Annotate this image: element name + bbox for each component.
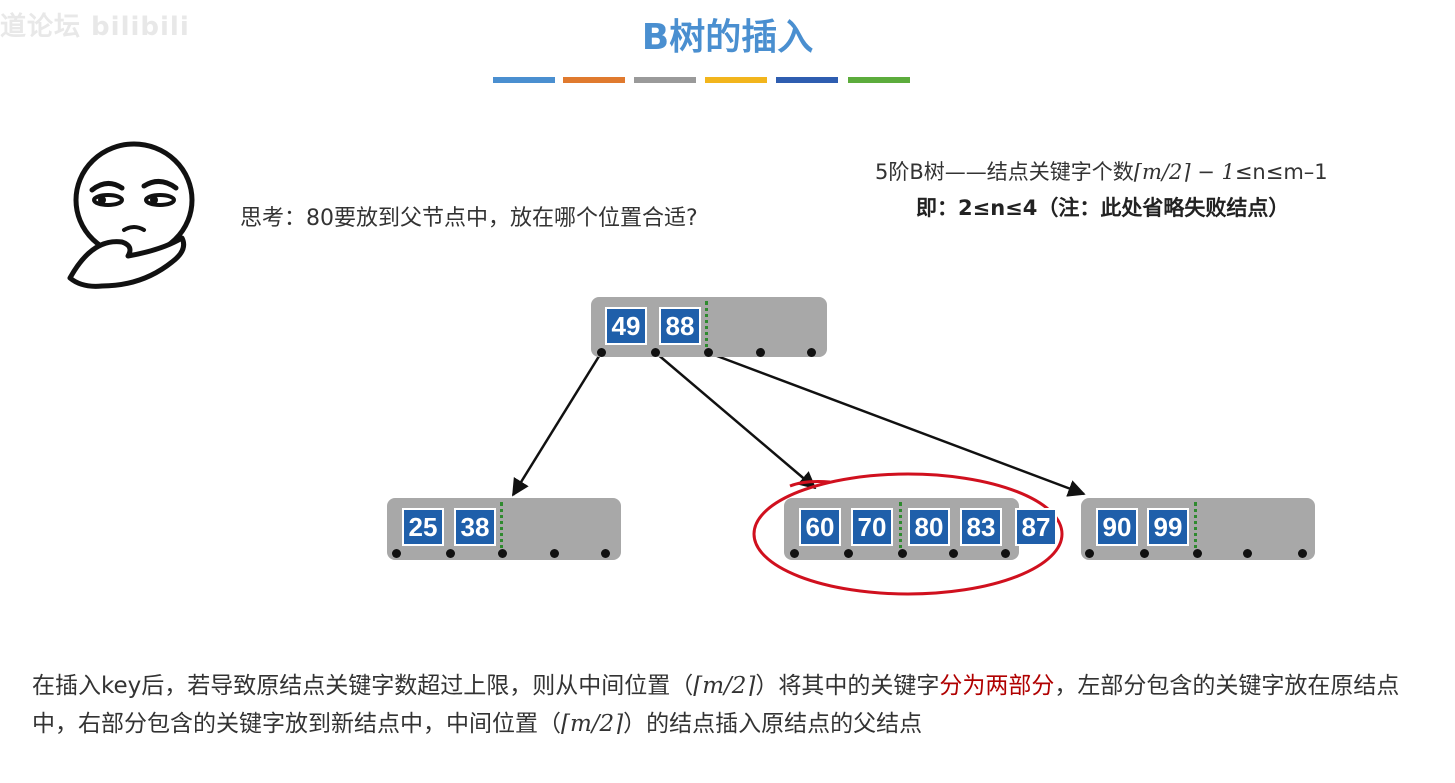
pointer-dot (1298, 549, 1307, 558)
color-bar-2 (563, 77, 625, 83)
edge-root-to-left (511, 352, 603, 497)
highlight-circle (752, 472, 1064, 596)
page-title: B树的插入 (641, 17, 814, 58)
pointer-dot (704, 348, 713, 357)
key-88: 88 (659, 307, 701, 345)
key-38: 38 (454, 508, 496, 546)
color-bar-3 (634, 77, 696, 83)
middle-child-node: 60 70 80 83 (784, 498, 1019, 560)
key-70: 70 (851, 508, 893, 546)
think-question: 思考：80要放到父节点中，放在哪个位置合适? (240, 206, 698, 231)
rule-line1-suffix: ≤n≤m–1 (1234, 160, 1328, 184)
node-divider (500, 502, 503, 556)
right-child-node: 90 99 (1081, 498, 1315, 560)
color-bar-5 (776, 77, 838, 83)
root-node: 49 88 (591, 297, 827, 357)
key-83: 83 (960, 508, 1002, 546)
watermark: 道论坛 bilibili (0, 12, 190, 42)
pointer-dot (807, 348, 816, 357)
pointer-dot (550, 549, 559, 558)
explanation-math-1: ⌈m/2⌉ (693, 673, 756, 699)
key-25: 25 (402, 508, 444, 546)
split-explanation: 在插入key后，若导致原结点关键字数超过上限，则从中间位置（⌈m/2⌉）将其中的… (32, 667, 1412, 743)
pointer-dot (392, 549, 401, 558)
key-90: 90 (1096, 508, 1138, 546)
rule-line1-prefix: 5阶B树——结点关键字个数 (875, 160, 1134, 184)
rule-line2-note: （注：此处省略失败结点） (1037, 196, 1290, 220)
pointer-dot (597, 348, 606, 357)
key-49: 49 (605, 307, 647, 345)
edge-root-to-middle (655, 352, 817, 490)
color-bar-1 (493, 77, 555, 83)
explanation-part4: ）的结点插入原结点的父结点 (623, 711, 923, 737)
pointer-dot (601, 549, 610, 558)
rule-line2-prefix: 即：2≤n≤4 (916, 196, 1038, 220)
node-divider (705, 301, 708, 355)
key-60: 60 (799, 508, 841, 546)
rule-line-1: 5阶B树——结点关键字个数⌈m/2⌉ − 1≤n≤m–1 (875, 156, 1328, 186)
rule-line1-math: ⌈m/2⌉ − 1 (1133, 160, 1235, 184)
highlight-circle-tail (789, 480, 831, 488)
node-divider (1194, 502, 1197, 556)
explanation-part2: ）将其中的关键字 (755, 673, 940, 699)
pointer-dot (844, 549, 853, 558)
key-99: 99 (1147, 508, 1189, 546)
pointer-dot (1243, 549, 1252, 558)
explanation-part1: 在插入key后，若导致原结点关键字数超过上限，则从中间位置（ (32, 673, 694, 699)
pointer-dot (898, 549, 907, 558)
pointer-dot (446, 549, 455, 558)
explanation-part3: ，左部分包含的关键字放在原结点中，右部分包含的关键字放到新结点中，中间位置（ (32, 673, 1400, 737)
color-bar-4 (705, 77, 767, 83)
explanation-math-2: ⌈m/2⌉ (561, 711, 624, 737)
pointer-dot (949, 549, 958, 558)
pointer-dot (651, 348, 660, 357)
pointer-dot (790, 549, 799, 558)
pointer-dot (1140, 549, 1149, 558)
left-child-node: 25 38 (387, 498, 621, 560)
explanation-highlight: 分为两部分 (939, 673, 1055, 699)
node-divider (899, 502, 902, 556)
rule-line-2: 即：2≤n≤4（注：此处省略失败结点） (916, 192, 1289, 222)
pointer-dot (756, 348, 765, 357)
pointer-dot (1193, 549, 1202, 558)
pointer-dot (498, 549, 507, 558)
pointer-dot (1001, 549, 1010, 558)
key-87-overflow: 87 (1015, 508, 1057, 546)
key-80: 80 (908, 508, 950, 546)
color-bar-6 (848, 77, 910, 83)
edge-root-to-right (708, 351, 1086, 497)
pointer-dot (1085, 549, 1094, 558)
thinking-face-icon (67, 141, 195, 289)
